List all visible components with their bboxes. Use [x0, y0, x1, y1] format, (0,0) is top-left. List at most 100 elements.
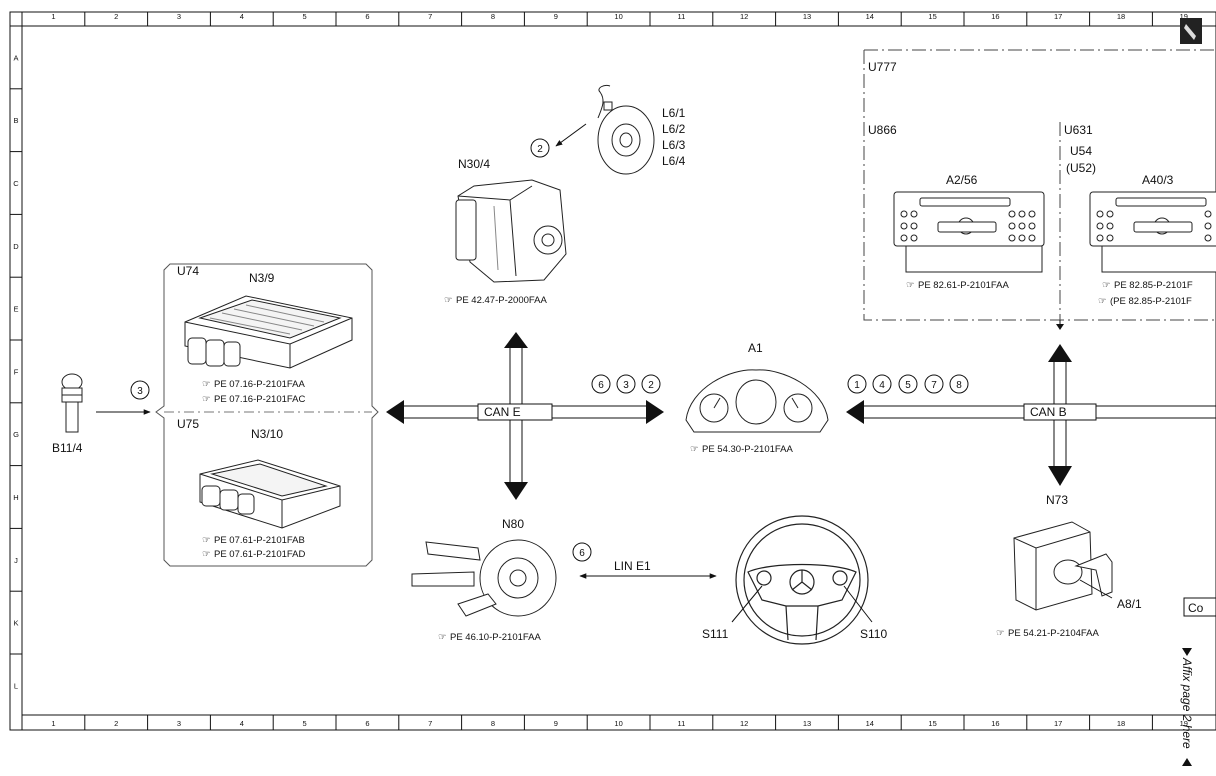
- brake-wear-sensor-label: L6/1: [662, 106, 686, 120]
- radio-button-dot: [1106, 222, 1114, 230]
- radio-button-dot: [1106, 210, 1114, 218]
- a2-56-label: A2/56: [946, 173, 978, 187]
- col-number-top: 12: [740, 12, 748, 21]
- engine-ecu-n3-9-icon: [184, 295, 353, 369]
- display-a40-3-icon: [1089, 191, 1216, 273]
- col-number-bottom: 13: [803, 719, 811, 728]
- svg-text:6: 6: [579, 548, 585, 559]
- col-number-bottom: 3: [177, 719, 181, 728]
- ref-text: PE 54.30-P-2101FAA: [702, 444, 793, 455]
- col-number-bottom: 8: [491, 719, 495, 728]
- s111-label: S111: [702, 627, 729, 641]
- u54-label: U54: [1070, 144, 1092, 158]
- col-number-top: 10: [614, 12, 622, 21]
- radio-button-dot: [1096, 210, 1104, 218]
- ref-text: PE 46.10-P-2101FAA: [450, 632, 541, 643]
- col-number-top: 3: [177, 12, 181, 21]
- svg-text:1: 1: [854, 380, 860, 391]
- col-number-top: 9: [554, 12, 558, 21]
- col-number-top: 5: [303, 12, 307, 21]
- col-number-top: 2: [114, 12, 118, 21]
- corner-text: Co: [1188, 601, 1204, 615]
- ref-a8-1: ☞PE 54.21-P-2104FAA: [996, 628, 1099, 639]
- radio-button-dot: [1008, 234, 1016, 242]
- u777-label: U777: [868, 60, 897, 74]
- u52-label: (U52): [1066, 161, 1096, 175]
- col-number-bottom: 15: [928, 719, 936, 728]
- n30-4-label: N30/4: [458, 157, 490, 171]
- n73-label: N73: [1046, 493, 1068, 507]
- ref-text: PE 82.61-P-2101FAA: [918, 280, 1009, 291]
- col-number-bottom: 2: [114, 719, 118, 728]
- u75-label: U75: [177, 417, 199, 431]
- row-letter: L: [14, 681, 18, 690]
- col-number-bottom: 7: [428, 719, 432, 728]
- svg-text:4: 4: [879, 380, 885, 391]
- instrument-cluster-a1-icon: [685, 369, 829, 433]
- svg-text:3: 3: [623, 380, 629, 391]
- s111-pointer: [731, 585, 763, 623]
- b11-4-label: B11/4: [52, 441, 83, 455]
- ref-text: PE 54.21-P-2104FAA: [1008, 628, 1099, 639]
- col-number-bottom: 19: [1180, 719, 1188, 728]
- col-number-top: 19: [1180, 12, 1188, 21]
- u866-label: U866: [868, 123, 897, 137]
- col-number-bottom: 5: [303, 719, 307, 728]
- engine-ecu-group-box: [155, 263, 379, 567]
- radio-button-dot: [1106, 234, 1114, 242]
- radio-button-dot: [1096, 234, 1104, 242]
- column-ruler: 1122334455667788991010111112121313141415…: [21, 12, 1188, 730]
- svg-text:☞: ☞: [996, 628, 1005, 639]
- col-number-bottom: 10: [614, 719, 622, 728]
- radio-button-dot: [900, 234, 908, 242]
- col-number-top: 14: [866, 12, 874, 21]
- signal-circle: 2: [530, 138, 550, 158]
- coolant-sensor-b11-4-icon: [61, 373, 83, 433]
- col-number-bottom: 4: [240, 719, 244, 728]
- svg-text:2: 2: [648, 380, 654, 391]
- signal-circle: 3: [130, 380, 150, 400]
- svg-text:☞: ☞: [1098, 296, 1107, 307]
- svg-text:☞: ☞: [690, 444, 699, 455]
- affix-arrow-top: [1182, 648, 1192, 656]
- radio-button-dot: [1018, 222, 1026, 230]
- svg-text:8: 8: [956, 380, 962, 391]
- row-letter: J: [14, 556, 18, 565]
- radio-button-dot: [900, 222, 908, 230]
- ref-text: PE 82.85-P-2101F: [1114, 280, 1193, 291]
- steering-column-module-n80-icon: [411, 539, 557, 617]
- svg-text:3: 3: [137, 386, 143, 397]
- reference-list: ☞PE 07.16-P-2101FAA ☞PE 07.16-P-2101FAC …: [202, 280, 1193, 643]
- n80-label: N80: [502, 517, 524, 531]
- row-letter: D: [13, 242, 19, 251]
- col-number-top: 17: [1054, 12, 1062, 21]
- row-letter: H: [13, 493, 18, 502]
- svg-text:5: 5: [905, 380, 911, 391]
- radio-button-dot: [1028, 222, 1036, 230]
- svg-text:2: 2: [537, 144, 543, 155]
- radio-button-dot: [1204, 210, 1212, 218]
- brake-sensor-arrow: [555, 123, 587, 147]
- ref-text: PE 07.61-P-2101FAD: [214, 549, 305, 560]
- row-letter: C: [13, 179, 19, 188]
- svg-text:☞: ☞: [1102, 280, 1111, 291]
- col-number-top: 18: [1117, 12, 1125, 21]
- ref-n80: ☞PE 46.10-P-2101FAA: [438, 632, 541, 643]
- a8-1-label: A8/1: [1117, 597, 1142, 611]
- ref-n3-10-a: ☞PE 07.61-P-2101FAB: [202, 535, 305, 546]
- col-number-top: 16: [991, 12, 999, 21]
- row-letter: K: [13, 619, 18, 628]
- ref-a2-56: ☞PE 82.61-P-2101FAA: [906, 280, 1009, 291]
- row-letter: E: [13, 305, 18, 314]
- radio-button-dot: [1008, 222, 1016, 230]
- col-number-top: 11: [678, 12, 686, 21]
- ref-n3-10-b: ☞PE 07.61-P-2101FAD: [202, 549, 305, 560]
- can-e-signal-circles: 6 3 2: [591, 374, 661, 394]
- col-number-top: 13: [803, 12, 811, 21]
- svg-text:☞: ☞: [444, 295, 453, 306]
- s110-label: S110: [860, 627, 887, 641]
- ref-n3-9-a: ☞PE 07.16-P-2101FAA: [202, 379, 305, 390]
- radio-button-dot: [1028, 210, 1036, 218]
- svg-text:7: 7: [931, 380, 937, 391]
- a1-label: A1: [748, 341, 763, 355]
